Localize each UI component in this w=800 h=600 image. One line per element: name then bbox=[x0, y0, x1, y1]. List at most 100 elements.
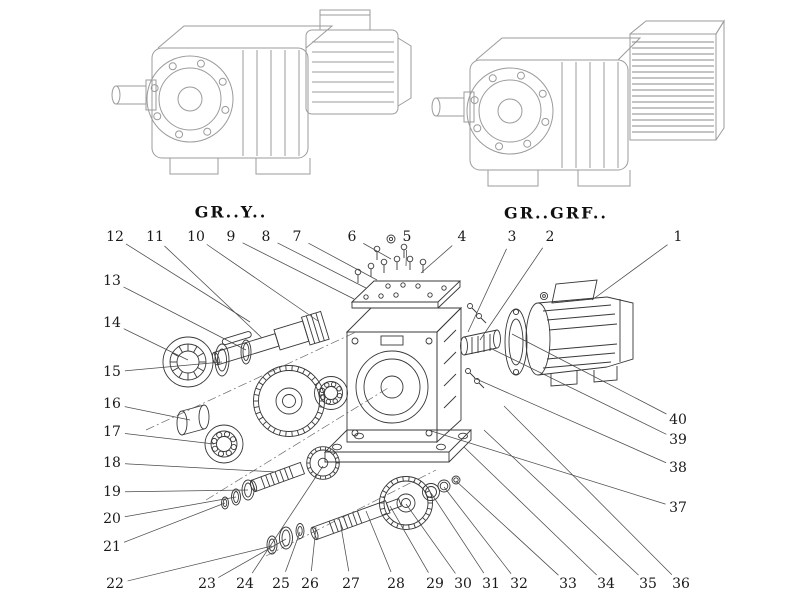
leader-line-9 bbox=[242, 242, 355, 300]
callout-number-6: 6 bbox=[347, 229, 357, 245]
leader-line-23 bbox=[218, 538, 287, 578]
axis-lines bbox=[145, 331, 437, 557]
callout-number-25: 25 bbox=[272, 576, 290, 592]
leader-line-36 bbox=[503, 405, 673, 576]
callout-number-9: 9 bbox=[226, 229, 236, 245]
leader-line-21 bbox=[123, 502, 226, 543]
callout-number-34: 34 bbox=[597, 576, 615, 592]
callout-number-19: 19 bbox=[103, 484, 121, 500]
leader-line-22 bbox=[127, 545, 273, 582]
leader-line-19 bbox=[124, 489, 249, 493]
output-seal-and-bearing bbox=[162, 336, 252, 388]
leader-line-3 bbox=[467, 248, 507, 333]
leader-line-28 bbox=[365, 510, 392, 573]
finned-motor-block bbox=[632, 41, 714, 133]
housing-cover-plate bbox=[350, 280, 462, 309]
leader-lines bbox=[123, 242, 673, 582]
leader-line-25 bbox=[285, 531, 301, 572]
leader-line-17 bbox=[124, 433, 215, 445]
leader-line-12 bbox=[125, 243, 251, 323]
leader-line-33 bbox=[455, 480, 559, 576]
callout-number-17: 17 bbox=[103, 424, 121, 440]
second-stage-gear bbox=[379, 476, 433, 530]
callout-number-2: 2 bbox=[545, 229, 555, 245]
callout-number-26: 26 bbox=[301, 576, 319, 592]
washers-lower bbox=[266, 523, 305, 555]
callout-number-5: 5 bbox=[402, 229, 412, 245]
leader-line-1 bbox=[591, 244, 668, 301]
leader-line-16 bbox=[124, 406, 191, 421]
callout-number-28: 28 bbox=[387, 576, 405, 592]
callout-number-27: 27 bbox=[342, 576, 360, 592]
assembled-view-gr-grf bbox=[431, 19, 725, 187]
leader-line-39 bbox=[489, 347, 667, 435]
leader-line-26 bbox=[310, 526, 317, 572]
leader-line-32 bbox=[443, 486, 512, 574]
large-helical-gear bbox=[253, 365, 325, 437]
leader-line-5 bbox=[405, 249, 407, 267]
flange-bolt-holes bbox=[150, 59, 230, 139]
leader-line-27 bbox=[339, 520, 350, 572]
callout-number-29: 29 bbox=[426, 576, 444, 592]
leader-line-13 bbox=[123, 286, 247, 351]
leader-line-31 bbox=[430, 492, 485, 574]
leader-line-6 bbox=[363, 243, 392, 260]
callout-number-36: 36 bbox=[672, 576, 690, 592]
callout-number-37: 37 bbox=[669, 500, 687, 516]
callout-number-14: 14 bbox=[103, 315, 121, 331]
leader-line-34 bbox=[463, 446, 597, 576]
lower-left-bearing bbox=[204, 424, 244, 464]
spacer-sleeve bbox=[176, 404, 210, 436]
callout-number-35: 35 bbox=[639, 576, 657, 592]
variant-label-gr-grf: GR..GRF.. bbox=[504, 203, 608, 223]
callout-number-40: 40 bbox=[669, 412, 687, 428]
callout-number-8: 8 bbox=[261, 229, 271, 245]
callout-number-30: 30 bbox=[454, 576, 472, 592]
gear-housing bbox=[323, 306, 473, 463]
callout-number-23: 23 bbox=[198, 576, 216, 592]
leader-line-35 bbox=[483, 429, 639, 576]
leader-line-38 bbox=[473, 377, 667, 464]
leader-line-8 bbox=[277, 242, 367, 289]
intermediate-pinion-shaft bbox=[249, 461, 306, 493]
leader-line-11 bbox=[164, 245, 263, 339]
input-coupling-shaft bbox=[460, 303, 501, 389]
leader-line-30 bbox=[405, 503, 456, 574]
leader-line-10 bbox=[206, 244, 319, 322]
flange-bolt-holes bbox=[470, 71, 550, 151]
callout-number-12: 12 bbox=[106, 229, 124, 245]
motor bbox=[504, 279, 634, 387]
callout-number-39: 39 bbox=[669, 432, 687, 448]
motor-fins bbox=[312, 41, 394, 103]
callout-number-18: 18 bbox=[103, 455, 121, 471]
variant-label-gr-y: GR..Y.. bbox=[194, 202, 268, 222]
callout-number-15: 15 bbox=[103, 364, 121, 380]
leader-line-18 bbox=[124, 463, 277, 473]
callout-number-24: 24 bbox=[236, 576, 254, 592]
callout-number-10: 10 bbox=[187, 229, 205, 245]
leader-line-4 bbox=[420, 245, 453, 274]
callout-number-22: 22 bbox=[106, 576, 124, 592]
callout-number-11: 11 bbox=[146, 229, 164, 245]
callout-number-16: 16 bbox=[103, 396, 121, 412]
cover-bolts bbox=[354, 234, 427, 283]
callout-number-1: 1 bbox=[673, 229, 683, 245]
callout-number-20: 20 bbox=[103, 511, 121, 527]
leader-line-7 bbox=[308, 242, 378, 281]
callout-number-33: 33 bbox=[559, 576, 577, 592]
exploded-view bbox=[145, 234, 634, 557]
callout-number-32: 32 bbox=[510, 576, 528, 592]
leader-line-15 bbox=[124, 361, 223, 372]
leader-line-14 bbox=[123, 328, 189, 361]
intermediate-gear bbox=[306, 446, 340, 480]
intermediate-bearing bbox=[314, 376, 348, 410]
callout-number-38: 38 bbox=[669, 460, 687, 476]
callout-number-3: 3 bbox=[507, 229, 517, 245]
assembled-view-gr-y bbox=[111, 9, 412, 175]
callout-number-7: 7 bbox=[292, 229, 302, 245]
leader-line-2 bbox=[479, 247, 544, 341]
leader-line-29 bbox=[389, 505, 429, 573]
leader-line-24 bbox=[251, 465, 324, 574]
